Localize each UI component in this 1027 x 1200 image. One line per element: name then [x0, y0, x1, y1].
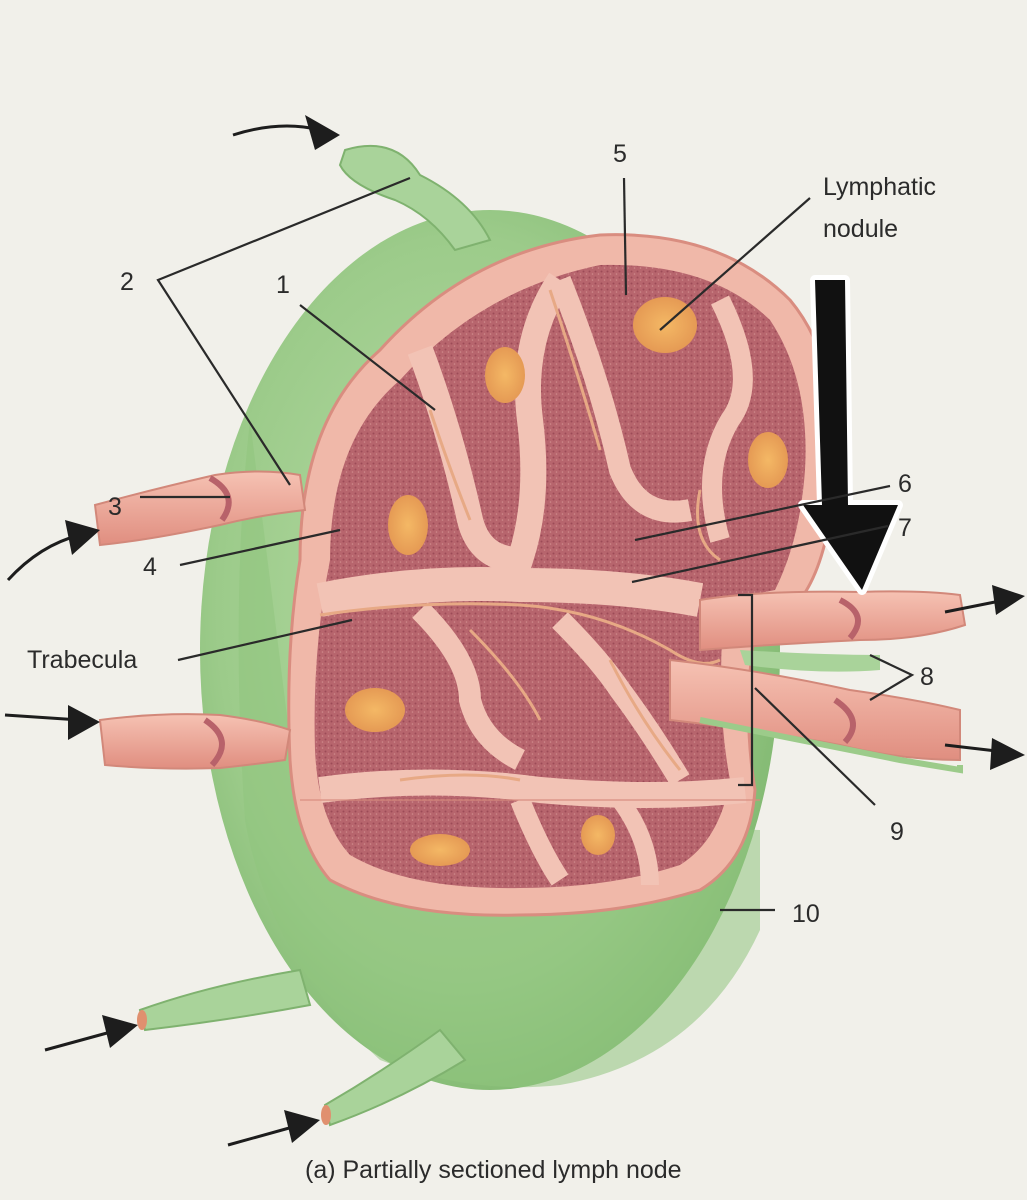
leader-5: [622, 177, 628, 296]
labels: 2 1 5 Lymphatic nodule 3 4 6 7 Trabecula…: [27, 140, 936, 928]
leader-8: [869, 654, 915, 701]
leader-7: [631, 524, 889, 584]
label-9: 9: [890, 818, 904, 846]
label-1: 1: [276, 271, 290, 299]
leader-trabecula: [177, 618, 353, 662]
label-7: 7: [898, 514, 912, 542]
flow-arrow-right-upper: [944, 585, 1025, 615]
figure-caption: (a) Partially sectioned lymph node: [305, 1156, 682, 1184]
leader-2: [156, 176, 411, 486]
lymph-flow-arrows: [4, 115, 1025, 1147]
flow-arrow-bottom: [227, 1110, 320, 1147]
label-lymphatic: Lymphatic: [823, 173, 936, 201]
label-trabecula: Trabecula: [27, 646, 137, 674]
afferent-vessels: [137, 144, 492, 1127]
label-6: 6: [898, 470, 912, 498]
flow-arrow-bottom-left: [44, 1015, 138, 1052]
label-3: 3: [108, 493, 122, 521]
leader-6: [634, 484, 891, 542]
efferent-vessels: [669, 590, 967, 774]
highlight-arrow: [798, 275, 903, 595]
flow-arrow-right-lower: [944, 738, 1025, 770]
label-2: 2: [120, 268, 134, 296]
leader-9: [754, 687, 876, 806]
flow-arrow-left-lower: [4, 705, 100, 740]
sectioned-node: [287, 233, 837, 917]
germinal-centers: [345, 297, 788, 866]
label-10: 10: [792, 900, 820, 928]
bracket-9: [738, 593, 754, 787]
label-5: 5: [613, 140, 627, 168]
label-4: 4: [143, 553, 157, 581]
leader-4: [179, 528, 341, 567]
flow-arrow-top: [232, 115, 340, 150]
leader-nodule: [659, 197, 811, 331]
flow-arrow-left-upper: [6, 520, 100, 582]
leader-lines: [140, 176, 915, 912]
label-8: 8: [920, 663, 934, 691]
label-nodule: nodule: [823, 215, 898, 243]
trabeculae: [319, 289, 721, 782]
leader-1: [299, 304, 436, 411]
sectioned-afferent-vessels: [93, 470, 307, 770]
